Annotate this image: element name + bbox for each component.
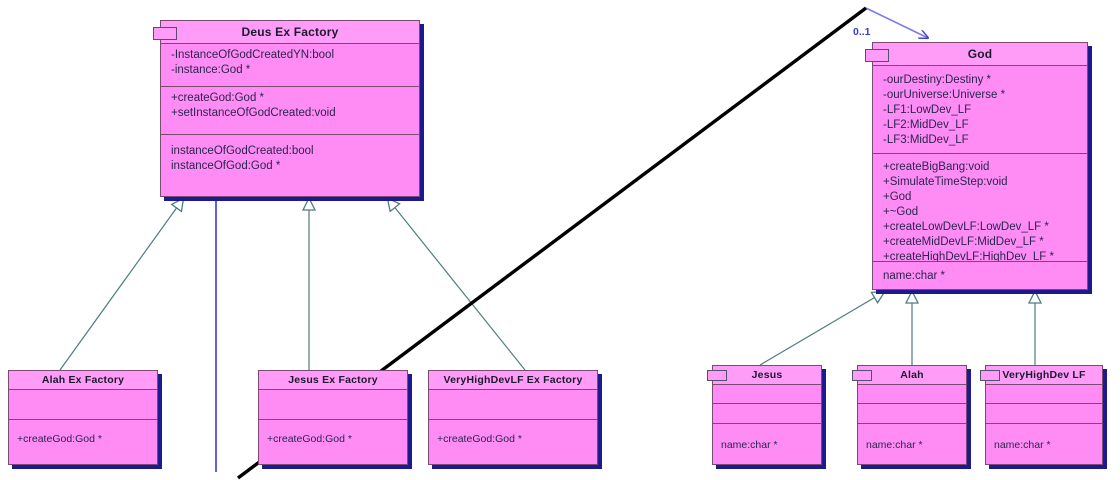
operation-row: +createGod:God * (171, 92, 265, 104)
attribute-row: -ourUniverse:Universe * (883, 89, 1006, 101)
operations-god: +createBigBang:void +SimulateTimeStep:vo… (873, 153, 1087, 261)
operation-row: +createGod:God * (17, 433, 102, 445)
properties-jesus: name:char * (713, 423, 821, 464)
class-title-veryhighdevlf-ex-factory: VeryHighDevLF Ex Factory (429, 371, 597, 389)
property-row: instanceOfGodCreated:bool (171, 145, 314, 157)
properties-alah: name:char * (858, 423, 966, 464)
operations-veryhighdevlf-ex-factory: +createGod:God * (429, 419, 597, 464)
generalization-alahexfactory-deusexfactory (59, 199, 183, 371)
attributes-alah (858, 384, 966, 403)
class-jesus-ex-factory[interactable]: Jesus Ex Factory +createGod:God * (258, 370, 408, 465)
attributes-god: -ourDestiny:Destiny * -ourUniverse:Unive… (873, 65, 1087, 153)
operation-row: +createLowDevLF:LowDev_LF * (883, 221, 1049, 233)
class-veryhighdev-lf[interactable]: VeryHighDev LF name:char * (985, 365, 1103, 465)
attributes-veryhighdevlf-ex-factory (429, 389, 597, 419)
class-jesus[interactable]: Jesus name:char * (712, 365, 822, 465)
class-handle-icon (153, 27, 177, 40)
class-title-alah: Alah (858, 366, 966, 384)
class-title-veryhighdev-lf: VeryHighDev LF (986, 366, 1102, 384)
properties-veryhighdev-lf: name:char * (986, 423, 1102, 464)
class-alah-ex-factory[interactable]: Alah Ex Factory +createGod:God * (8, 370, 158, 465)
class-handle-icon (852, 370, 872, 381)
attributes-jesus-ex-factory (259, 389, 407, 419)
class-title-god: God (873, 43, 1087, 65)
operation-row: +~God (883, 206, 919, 218)
attribute-row: -InstanceOfGodCreatedYN:bool (171, 49, 335, 61)
property-row: name:char * (866, 439, 923, 451)
attribute-row: -LF1:LowDev_LF (883, 104, 972, 116)
attribute-row: -ourDestiny:Destiny * (883, 74, 992, 86)
property-row: name:char * (883, 270, 946, 282)
class-handle-icon (707, 370, 727, 381)
class-handle-icon (980, 370, 1000, 381)
property-row: name:char * (994, 439, 1051, 451)
operation-row: +createMidDevLF:MidDev_LF * (883, 236, 1044, 248)
class-deus-ex-factory[interactable]: Deus Ex Factory -InstanceOfGodCreatedYN:… (160, 20, 420, 197)
generalization-jesus-god (759, 292, 884, 366)
operations-alah (858, 403, 966, 423)
properties-deus-ex-factory: instanceOfGodCreated:bool instanceOfGod:… (161, 134, 419, 196)
operations-deus-ex-factory: +createGod:God * +setInstanceOfGodCreate… (161, 86, 419, 134)
attributes-jesus (713, 384, 821, 403)
class-handle-icon (865, 49, 889, 62)
attributes-veryhighdev-lf (986, 384, 1102, 403)
operations-alah-ex-factory: +createGod:God * (9, 419, 157, 464)
class-god[interactable]: God -ourDestiny:Destiny * -ourUniverse:U… (872, 42, 1088, 290)
generalization-veryhighdevlfexfactory-deusexfactory (388, 199, 526, 371)
operation-row: +createHighDevLF:HighDev_LF * (883, 251, 1054, 261)
property-row: name:char * (721, 439, 778, 451)
class-veryhighdevlf-ex-factory[interactable]: VeryHighDevLF Ex Factory +createGod:God … (428, 370, 598, 465)
operation-row: +God (883, 191, 912, 203)
operations-jesus (713, 403, 821, 423)
class-title-jesus-ex-factory: Jesus Ex Factory (259, 371, 407, 389)
class-title-deus-ex-factory: Deus Ex Factory (161, 21, 419, 43)
class-title-jesus: Jesus (713, 366, 821, 384)
operations-veryhighdev-lf (986, 403, 1102, 423)
class-title-alah-ex-factory: Alah Ex Factory (9, 371, 157, 389)
attributes-deus-ex-factory: -InstanceOfGodCreatedYN:bool -instance:G… (161, 43, 419, 86)
operation-row: +createGod:God * (267, 433, 352, 445)
operation-row: +createGod:God * (437, 433, 522, 445)
attributes-alah-ex-factory (9, 389, 157, 419)
operation-row: +createBigBang:void (883, 161, 990, 173)
attribute-row: -LF2:MidDev_LF (883, 119, 969, 131)
attribute-row: -instance:God * (171, 64, 251, 76)
operation-row: +setInstanceOfGodCreated:void (171, 107, 336, 119)
operations-jesus-ex-factory: +createGod:God * (259, 419, 407, 464)
properties-god: name:char * (873, 261, 1087, 291)
attribute-row: -LF3:MidDev_LF (883, 134, 969, 146)
property-row: instanceOfGod:God * (171, 160, 281, 172)
multiplicity-label-god: 0..1 (853, 26, 871, 38)
class-alah[interactable]: Alah name:char * (857, 365, 967, 465)
operation-row: +SimulateTimeStep:void (883, 176, 1008, 188)
